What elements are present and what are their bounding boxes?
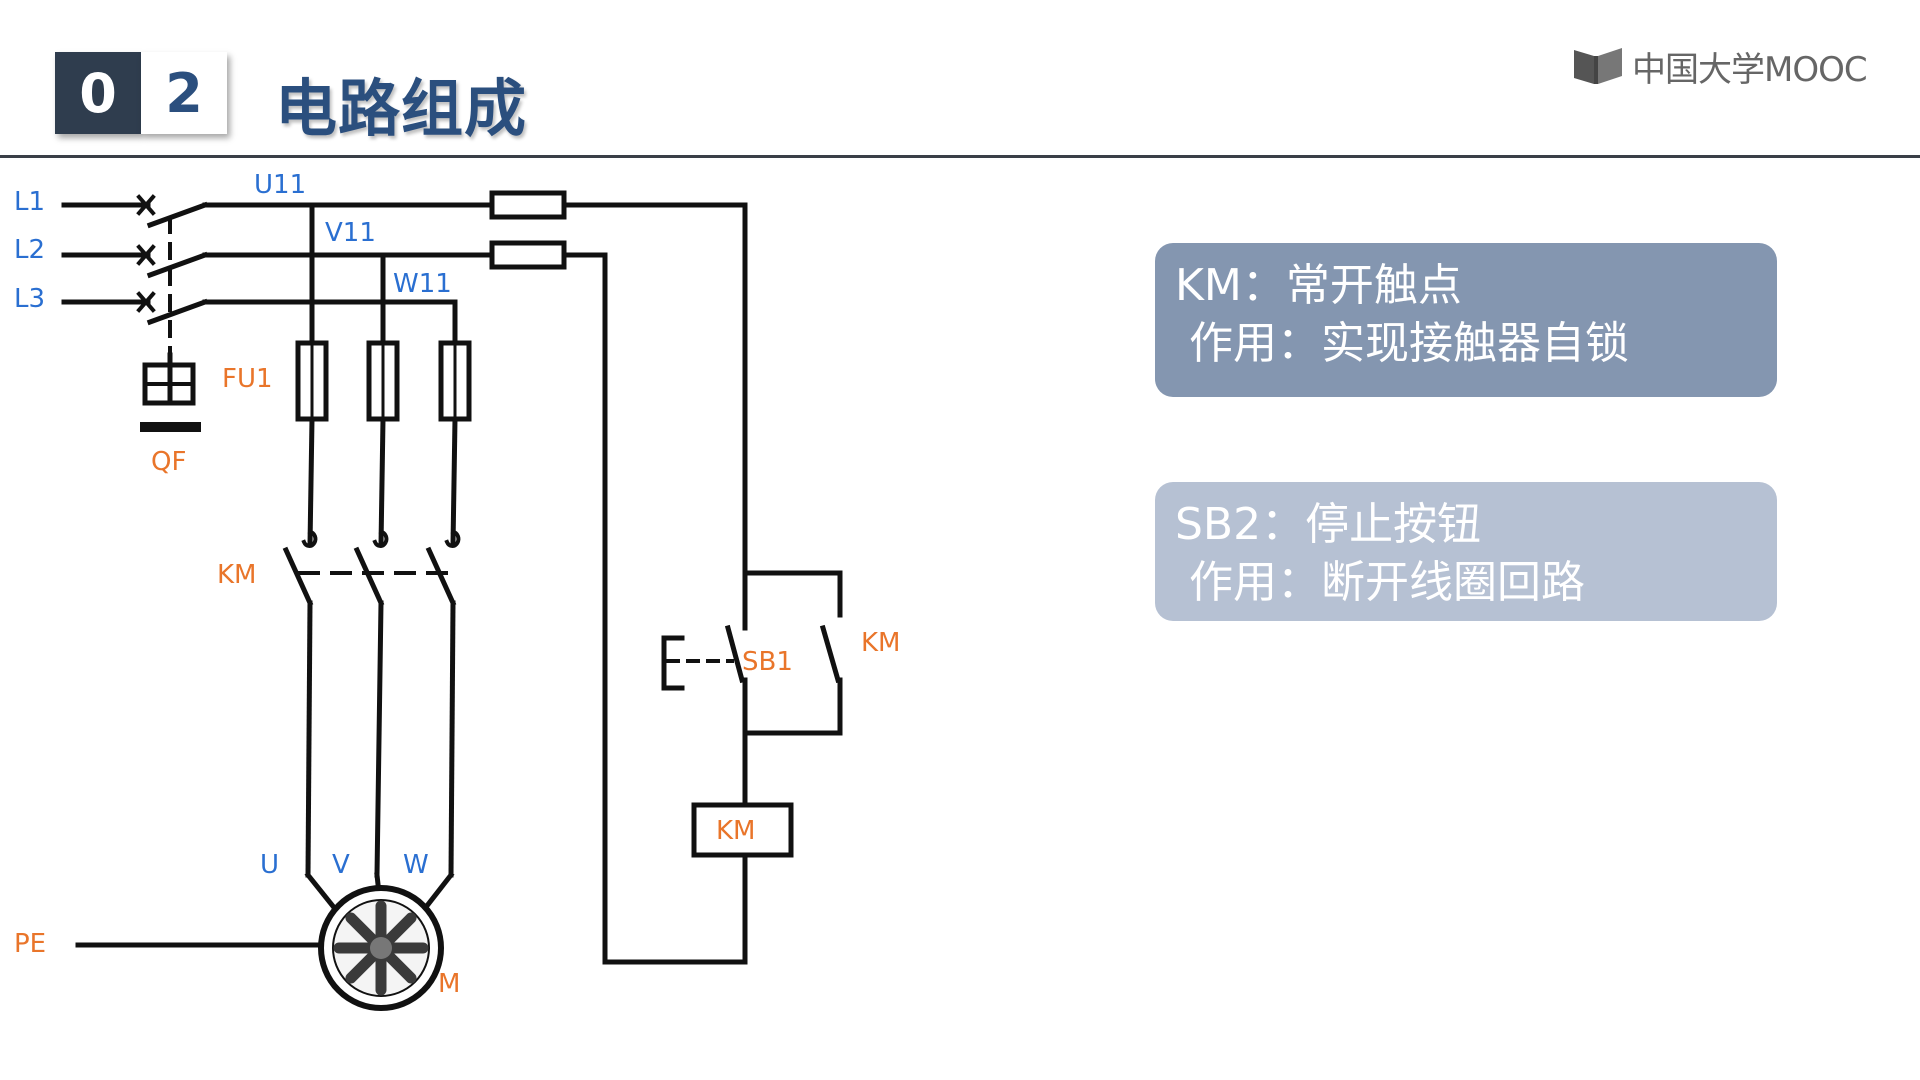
label-v11: V11 [325, 218, 376, 248]
label-l2: L2 [14, 235, 45, 265]
breaker-blade-3 [146, 298, 209, 326]
wire-w-low [448, 600, 456, 878]
section-number-tens: 0 [55, 52, 141, 134]
label-km-main: KM [217, 560, 256, 590]
callout-km-title: KM：常开触点 [1175, 260, 1462, 311]
circuit-diagram: L1 L2 L3 U11 V11 W11 FU1 QF KM U V W PE … [14, 170, 900, 1011]
control-fuse-2 [489, 240, 567, 270]
slide-header: 0 2 电路组成 中国大学MOOC [0, 0, 1920, 160]
callout-sb2-title: SB2：停止按钮 [1175, 499, 1482, 550]
mooc-logo: 中国大学MOOC [1572, 44, 1868, 90]
km-hook-v [372, 529, 389, 548]
page-title: 电路组成 [275, 72, 528, 145]
breaker-blade-1 [146, 201, 209, 229]
label-l3: L3 [14, 284, 45, 314]
km-hook-w [444, 529, 461, 548]
label-l1: L1 [14, 187, 45, 217]
km-blade-w [425, 546, 457, 607]
wire-u-low [305, 600, 313, 878]
wire-u-mid [307, 416, 315, 548]
label-v: V [332, 850, 350, 880]
label-motor: M [438, 969, 460, 999]
label-pe: PE [14, 929, 46, 959]
section-number-ones: 2 [141, 52, 227, 134]
label-qf: QF [151, 447, 186, 477]
motor [318, 885, 444, 1011]
label-km-coil: KM [716, 816, 755, 846]
label-km-holding: KM [861, 628, 900, 658]
callout-km-contact: KM：常开触点 作用：实现接触器自锁 [1155, 243, 1777, 397]
km-hook-u [301, 529, 318, 548]
breaker-cross-marks [136, 194, 156, 313]
label-fu1: FU1 [222, 364, 273, 394]
callout-km-function: 作用：实现接触器自锁 [1189, 318, 1629, 369]
km-holding-blade [819, 624, 842, 684]
header-divider [0, 155, 1920, 158]
label-w: W [403, 850, 429, 880]
label-sb1: SB1 [742, 647, 793, 677]
callout-sb2-button: SB2：停止按钮 作用：断开线圈回路 [1155, 482, 1777, 621]
label-u11: U11 [254, 170, 306, 200]
control-fuse-1 [489, 190, 567, 220]
logo-text: 中国大学MOOC [1632, 49, 1868, 90]
wire-w-mid [450, 416, 458, 548]
km-blade-v [353, 546, 385, 607]
label-w11: W11 [393, 269, 452, 299]
sb1-blade [724, 624, 746, 684]
label-u: U [260, 850, 279, 880]
wire-v-low [374, 600, 384, 878]
km-coil [691, 802, 794, 858]
breaker-blade-2 [146, 251, 209, 279]
wire-v-mid [378, 416, 386, 548]
km-blade-u [282, 546, 314, 607]
sb1-push-head [661, 635, 685, 691]
book-logo-icon [1574, 48, 1622, 84]
callout-sb2-function: 作用：断开线圈回路 [1189, 557, 1585, 608]
